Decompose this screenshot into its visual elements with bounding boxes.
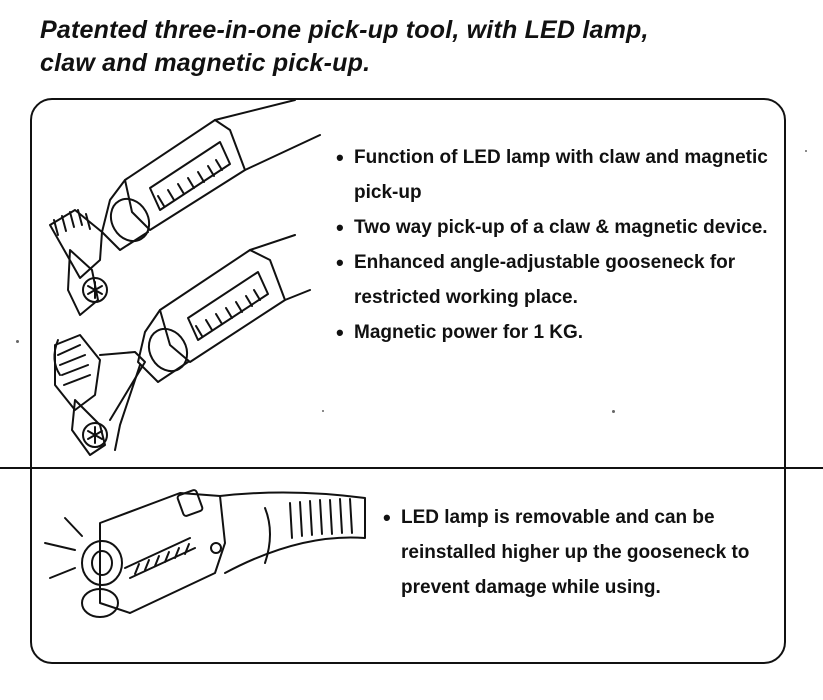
page-heading: Patented three-in-one pick-up tool, with… — [40, 14, 810, 80]
feature-item: Enhanced angle-adjustable gooseneck for … — [336, 245, 776, 315]
section-divider — [0, 467, 823, 469]
feature-list-bottom: LED lamp is removable and can be reinsta… — [383, 500, 783, 605]
upper-magnet-head-icon — [49, 209, 108, 316]
pickup-tool-illustration — [49, 100, 321, 456]
feature-item: Two way pick-up of a claw & magnetic dev… — [336, 210, 776, 245]
feature-list-top: Function of LED lamp with claw and magne… — [336, 140, 776, 350]
gooseneck-icon — [219, 491, 366, 574]
feature-item: Magnetic power for 1 KG. — [336, 315, 776, 350]
feature-panel — [30, 98, 786, 664]
upper-tool-handle-icon — [101, 100, 321, 251]
scan-speck — [322, 410, 324, 412]
scan-speck — [612, 410, 615, 413]
lower-tool-handle-icon — [137, 234, 311, 383]
feature-item: LED lamp is removable and can be reinsta… — [383, 500, 783, 605]
heading-line-1: Patented three-in-one pick-up tool, with… — [40, 16, 649, 44]
light-rays-icon — [44, 517, 83, 579]
scan-speck — [805, 150, 807, 152]
led-lamp-body-icon — [81, 489, 226, 618]
led-lamp-illustration — [44, 489, 366, 618]
scan-speck — [16, 340, 19, 343]
heading-line-2: claw and magnetic pick-up. — [40, 49, 371, 77]
claw-and-magnet-icon — [53, 334, 146, 456]
feature-item: Function of LED lamp with claw and magne… — [336, 140, 776, 210]
